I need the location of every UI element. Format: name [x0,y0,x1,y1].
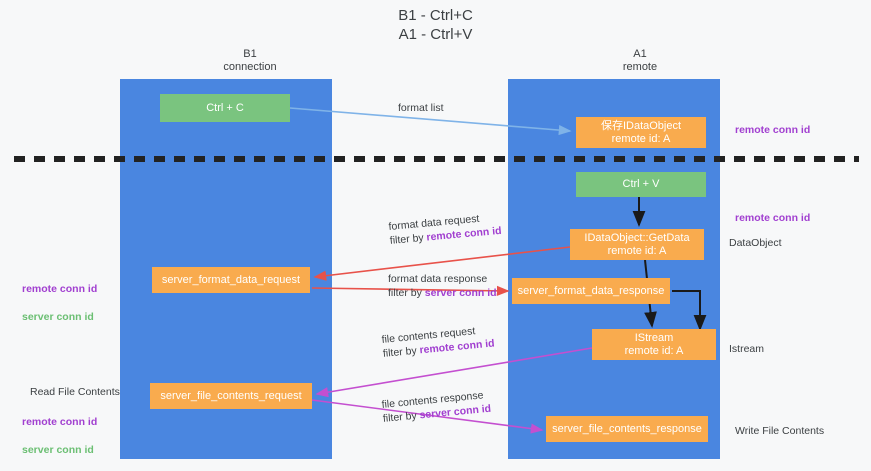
annotation-remote-conn-id-top: remote conn id [735,124,811,136]
node-idataobject-getdata[interactable]: IDataObject::GetData remote id: A [570,229,704,260]
annotation-read-file-contents: Read File Contents [30,386,120,398]
annotation-write-file-contents: Write File Contents [735,425,825,437]
edge-label-file-contents-request: file contents request filter by remote c… [381,322,495,360]
annotation-remote-conn-id: remote conn id [22,283,98,295]
annotation-istream: Istream [729,343,765,355]
edge-label-format-list: format list [398,101,444,115]
node-server-file-contents-response[interactable]: server_file_contents_response [546,416,708,442]
annotation-remote-conn-id: remote conn id [22,416,98,428]
annotation-conn-ids-upper: remote conn id server conn id [22,268,97,338]
edge-label-format-data-response: format data response filter by server co… [388,272,497,300]
edge-label-line1: format data response [388,273,488,285]
node-server-file-contents-request[interactable]: server_file_contents_request [150,383,312,409]
node-istream[interactable]: IStream remote id: A [592,329,716,360]
annotation-server-conn-id: server conn id [22,311,94,323]
annotation-remote-conn-id-mid: remote conn id [735,212,811,224]
filter-by-text: filter by [382,344,421,360]
filter-by-text: filter by [388,287,425,299]
annotation-data-object: DataObject [729,237,782,249]
edge-label-file-contents-response: file contents response filter by server … [381,388,492,426]
conn-id-key: server conn id [424,287,497,299]
annotation-server-conn-id: server conn id [22,444,94,456]
node-idataobject[interactable]: 保存IDataObject remote id: A [576,117,706,148]
filter-by-text: filter by [389,231,428,247]
section-divider [14,156,859,162]
node-server-format-data-request[interactable]: server_format_data_request [152,267,310,293]
node-ctrl-v[interactable]: Ctrl + V [576,172,706,197]
annotation-conn-ids-lower: remote conn id server conn id [22,401,97,471]
edge-label-format-list-text: format list [398,102,444,114]
column-header-b1: B1 connection [223,48,277,73]
column-header-a1: A1 remote [622,48,658,73]
edge-label-format-data-request: format data request filter by remote con… [388,210,502,248]
diagram-title: B1 - Ctrl+C A1 - Ctrl+V [398,7,473,43]
filter-by-text: filter by [382,409,421,425]
node-server-format-data-response[interactable]: server_format_data_response [512,278,670,304]
edge-label-line2: filter by server conn id [388,286,497,300]
node-ctrl-c[interactable]: Ctrl + C [160,94,290,122]
